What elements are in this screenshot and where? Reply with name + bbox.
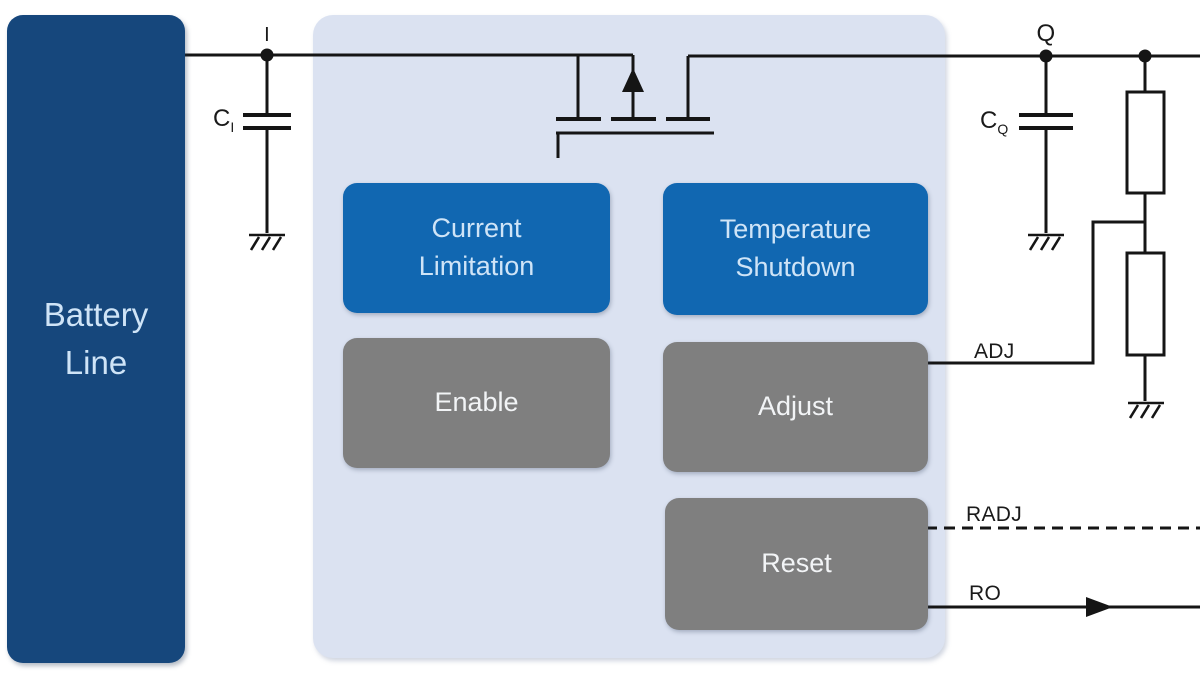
output-capacitor-symbol [1019,56,1073,233]
battery-line-block: Battery Line [7,15,185,663]
resistor-divider-symbol [1125,56,1166,401]
pin-label-ro: RO [969,582,1002,605]
pin-label-adj: ADJ [974,340,1015,363]
mosfet-symbol [556,55,714,158]
adjust-block: Adjust [663,342,928,472]
enable-block: Enable [343,338,610,468]
body-diode-arrow-icon [622,68,644,92]
pin-label-radj: RADJ [966,503,1023,526]
ground-icon [1026,233,1066,252]
current-limitation-block: Current Limitation [343,183,610,313]
ground-icon [247,233,287,252]
arrow-right-icon [1086,597,1113,617]
reset-label: Reset [761,548,832,579]
temperature-shutdown-label: Temperature Shutdown [719,214,872,282]
resistor-bottom-symbol [1125,251,1166,357]
output-capacitor-label: CQ [980,107,1009,137]
pin-label-output: Q [1036,20,1056,47]
current-limitation-label: Current Limitation [418,213,535,281]
adj-feedback-wire [928,220,1145,365]
ground-icon [1126,401,1166,420]
battery-line-label: Battery Line [43,296,149,381]
temperature-shutdown-block: Temperature Shutdown [663,183,928,315]
input-capacitor-label: CI [213,105,235,135]
adjust-label: Adjust [757,391,834,422]
input-capacitor-symbol [243,55,291,233]
enable-label: Enable [434,387,519,418]
pin-label-input: I [264,24,270,46]
reset-block: Reset [665,498,928,630]
resistor-top-symbol [1125,90,1166,195]
ro-output-wire [926,597,1200,617]
